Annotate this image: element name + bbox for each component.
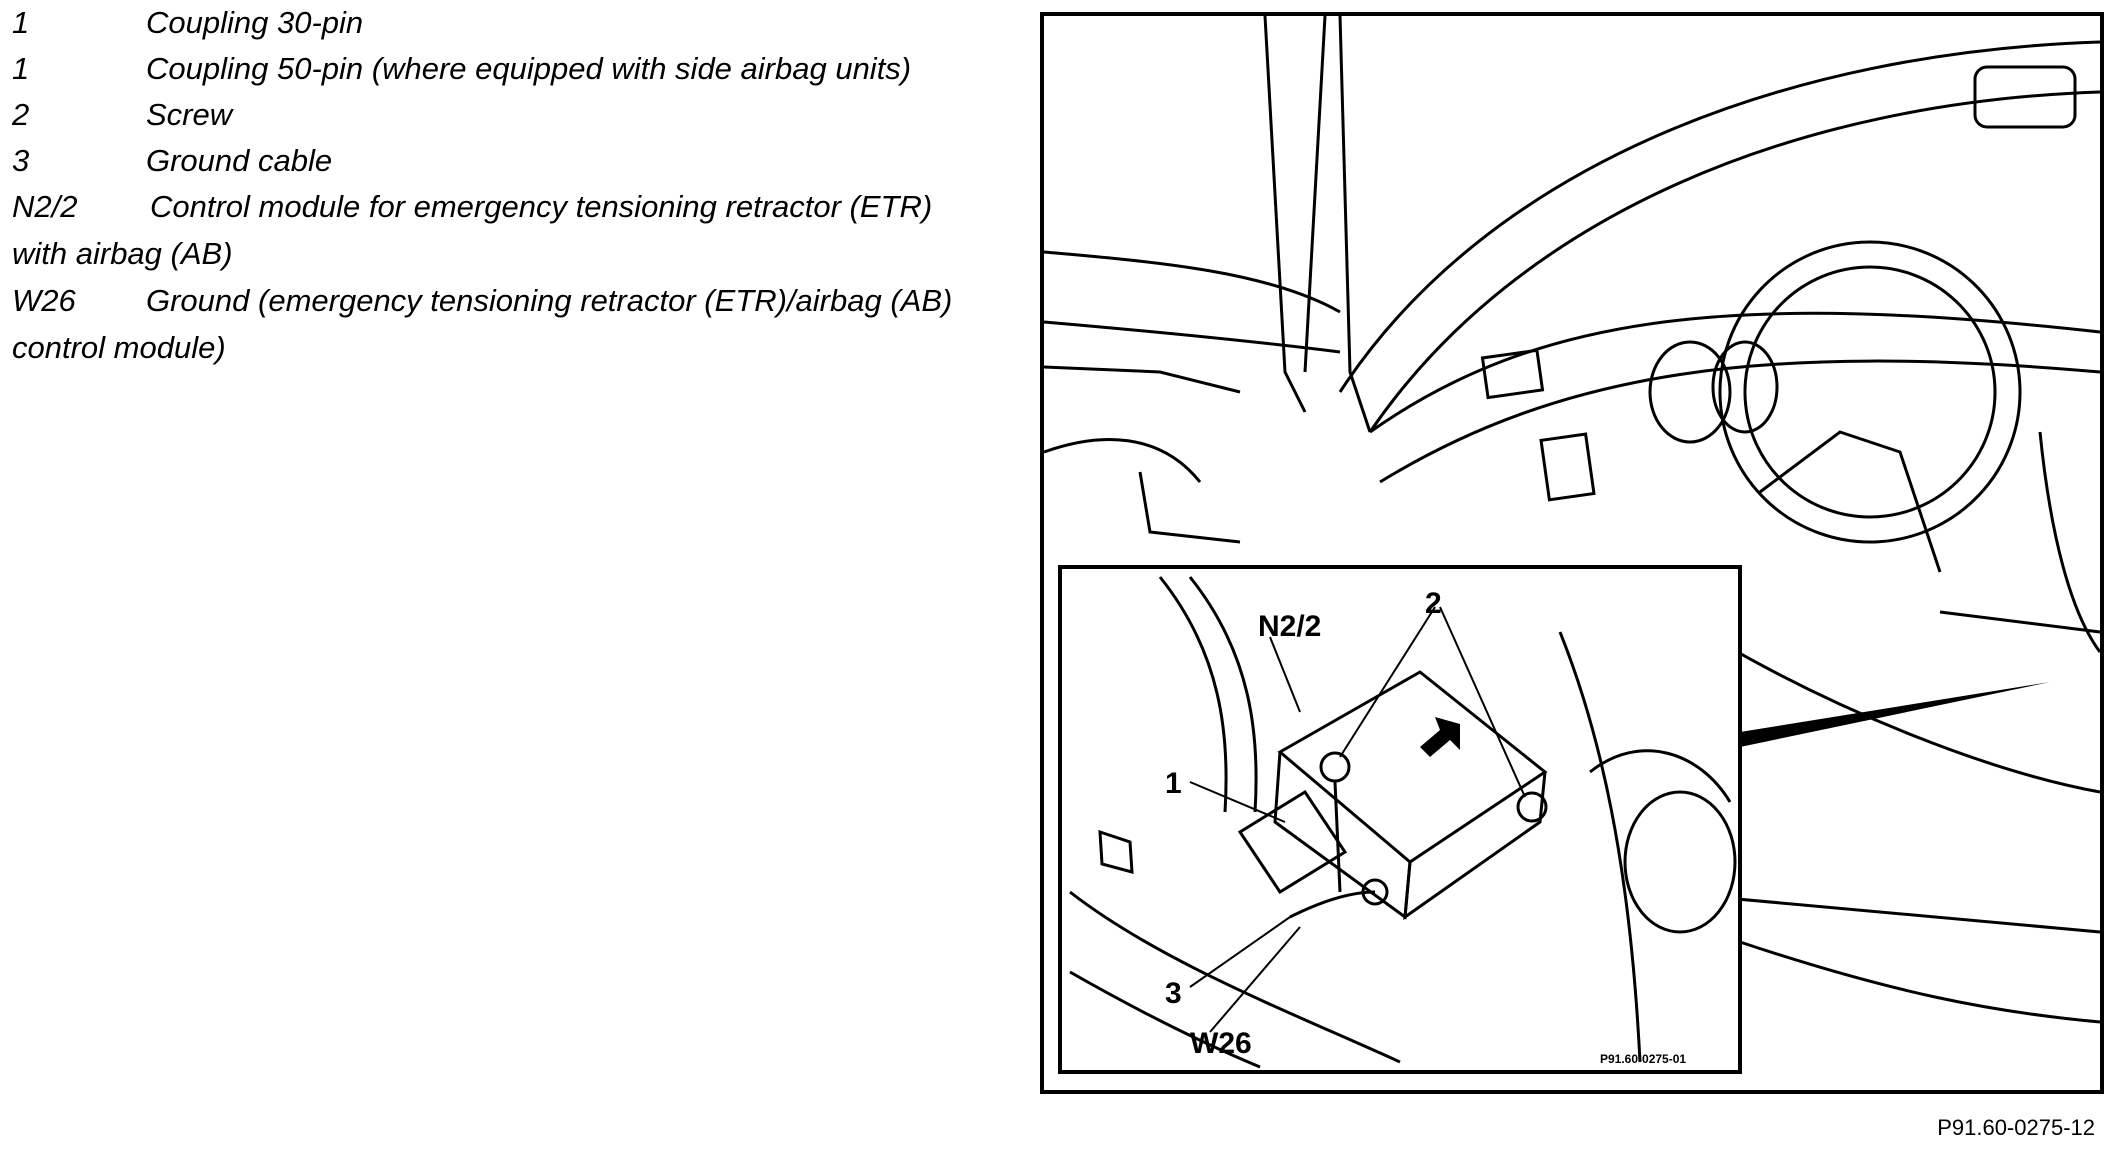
legend-description: Screw	[146, 97, 233, 132]
legend-key: 1	[12, 51, 30, 86]
legend-item: N2/2 Control module for emergency tensio…	[12, 184, 1022, 230]
legend-item: W26 Ground (emergency tensioning retract…	[12, 278, 1022, 324]
legend-key: 1	[12, 5, 30, 40]
callout-w26: W26	[1190, 1027, 1252, 1060]
inset-reference-code: P91.60-0275-01	[1600, 1052, 1687, 1066]
legend-description: Ground (emergency tensioning retractor (…	[146, 283, 953, 318]
legend-continuation: control module)	[12, 330, 226, 365]
callout-n2-2: N2/2	[1258, 610, 1322, 643]
interior-linework	[1043, 15, 2102, 1024]
callout-3: 3	[1165, 977, 1182, 1010]
legend-item: 2 Screw	[12, 92, 1022, 138]
legend-continuation: with airbag (AB)	[12, 236, 233, 271]
legend-key: W26	[12, 283, 76, 318]
legend: 1 Coupling 30-pin 1 Coupling 50-pin (whe…	[12, 0, 1022, 372]
legend-description: Ground cable	[146, 143, 333, 178]
callout-2: 2	[1425, 587, 1442, 620]
location-pointer	[1740, 682, 2050, 747]
arrow-icon	[1420, 717, 1460, 757]
legend-description: Control module for emergency tensioning …	[150, 189, 933, 224]
legend-description: Coupling 30-pin	[146, 5, 364, 40]
legend-key: 2	[12, 97, 30, 132]
legend-item: 1 Coupling 50-pin (where equipped with s…	[12, 46, 1022, 92]
technical-illustration: N2/2 2 1 3 W26 P91.60-0275-01	[1040, 12, 2105, 1095]
a-pillar-edge	[1263, 15, 1307, 413]
vehicle-interior-drawing	[1040, 12, 2104, 1094]
coupling	[1237, 789, 1348, 895]
callout-1: 1	[1165, 767, 1182, 800]
legend-item: 1 Coupling 30-pin	[12, 0, 1022, 46]
legend-description: Coupling 50-pin (where equipped with sid…	[146, 51, 912, 86]
detail-inset	[1058, 565, 1742, 1074]
legend-key: N2/2	[12, 189, 78, 224]
legend-item: 3 Ground cable	[12, 138, 1022, 184]
legend-key: 3	[12, 143, 30, 178]
leader-lines	[1189, 606, 1526, 1033]
figure-reference-code: P91.60-0275-12	[1937, 1115, 2095, 1140]
